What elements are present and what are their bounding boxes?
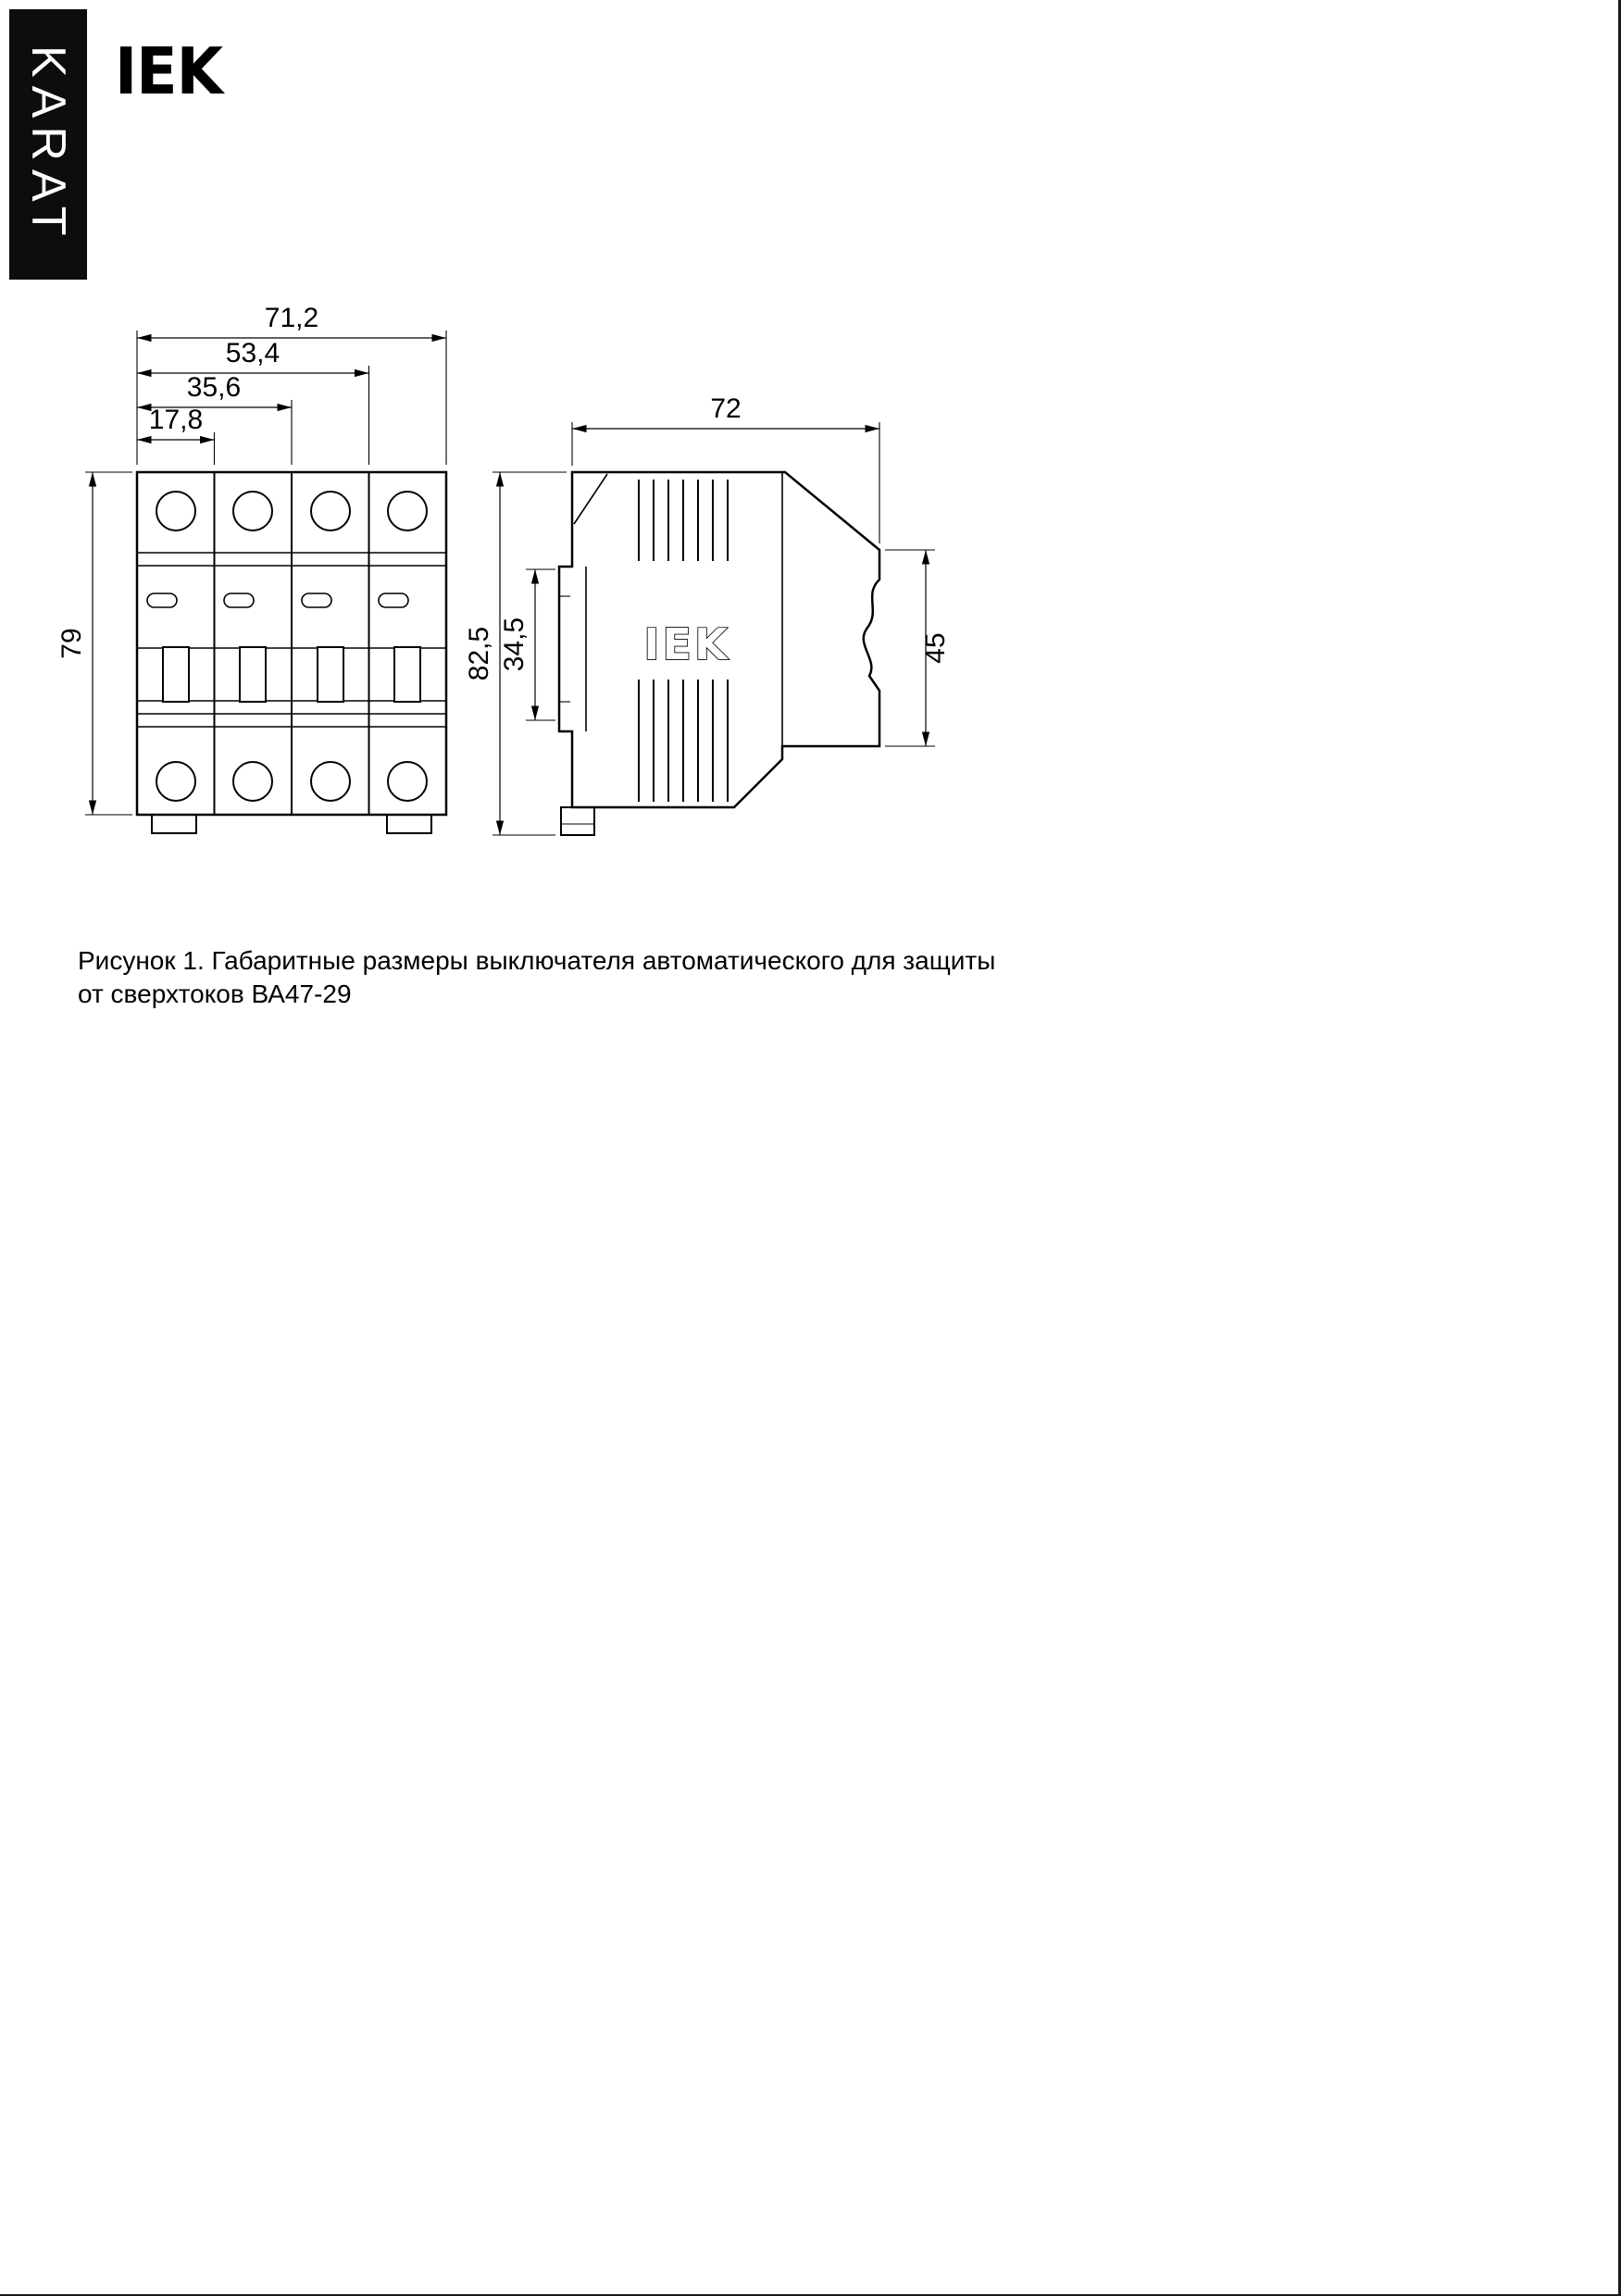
side-iek-logo: IEK [643,619,729,669]
front-top-terminal-screws [156,491,428,531]
side-back-section-dim-label: 45 [920,632,951,663]
front-din-clips [151,814,432,834]
front-toggle-levers [137,646,446,703]
front-view-body [135,470,448,834]
side-view-body: IEK [557,470,881,836]
front-three-module-dim-label: 53,4 [226,338,280,368]
side-din-rail-groove [559,567,587,731]
side-din-clip [560,806,595,836]
side-total-height-dim-label: 82,5 [464,627,494,680]
side-ribs-lower [638,680,729,802]
front-one-module-dim-label: 17,8 [149,405,203,435]
front-view-drawing: 71,2 53,4 35,6 17,8 79 [56,303,448,834]
side-depth-dim-label: 72 [710,393,741,424]
iek-logo: IEK [115,33,223,109]
front-two-module-dim-label: 35,6 [187,372,241,403]
karat-series-banner: KARAT [9,9,87,280]
front-total-width-dim-label: 71,2 [265,303,318,333]
karat-series-label: KARAT [21,44,75,244]
dimensional-drawing: 71,2 53,4 35,6 17,8 79 [56,303,951,836]
front-marking-windows [146,593,409,608]
figure-caption: Рисунок 1. Габаритные размеры выключател… [78,946,996,1009]
side-view-dimensions: 72 82,5 34,5 45 [464,393,951,836]
side-view-drawing: IEK 72 82,5 34,5 [464,393,951,836]
side-ribs-upper [638,480,729,561]
side-rail-section-dim-label: 34,5 [499,618,530,671]
front-height-dim-label: 79 [56,628,87,658]
front-bottom-terminal-screws [156,761,428,802]
front-view-dimensions: 71,2 53,4 35,6 17,8 79 [56,303,447,816]
